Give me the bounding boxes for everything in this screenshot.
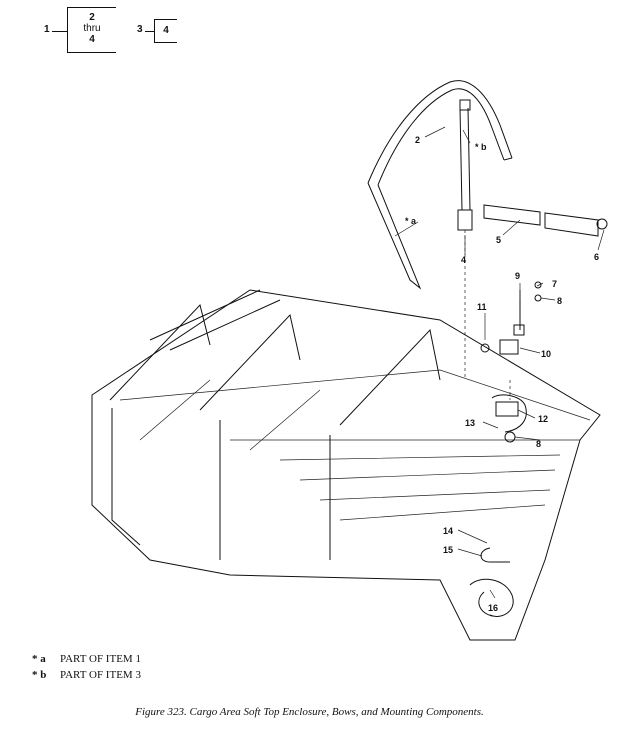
legend: * a PART OF ITEM 1 * b PART OF ITEM 3 <box>32 651 141 683</box>
callout-2: 2 <box>415 135 420 145</box>
legend-row-a: * a PART OF ITEM 1 <box>32 651 141 667</box>
callout-11: 11 <box>477 302 487 312</box>
legend-symbol: * a <box>32 653 46 665</box>
tree-range-end: 4 <box>89 34 95 45</box>
tree-side-box: 4 <box>154 19 177 43</box>
tree-side-connector <box>145 31 154 32</box>
tree-side-label: 3 <box>137 24 143 35</box>
leader-lines <box>394 126 605 599</box>
callout-15: 15 <box>443 545 453 555</box>
legend-text: PART OF ITEM 1 <box>60 653 141 665</box>
figure-caption: Figure 323. Cargo Area Soft Top Enclosur… <box>135 706 484 718</box>
callout-8b: 8 <box>536 439 541 449</box>
callout-14: 14 <box>443 526 453 536</box>
bow-bracket <box>483 204 608 237</box>
callout-12: 12 <box>538 414 548 424</box>
callout-6: 6 <box>594 252 599 262</box>
tree-range-thru: thru <box>83 23 101 34</box>
callout-9: 9 <box>515 271 520 281</box>
callout-8: 8 <box>557 296 562 306</box>
legend-row-b: * b PART OF ITEM 3 <box>32 667 141 683</box>
callout-4: 4 <box>461 255 466 265</box>
callout-13: 13 <box>465 418 475 428</box>
bow-assembly: 2 * b * a 5 6 4 9 7 8 11 10 12 13 8 14 1… <box>91 80 608 641</box>
legend-text: PART OF ITEM 3 <box>60 669 141 681</box>
callout-5: 5 <box>496 235 501 245</box>
callout-7: 7 <box>552 279 557 289</box>
callout-labels: 2 * b * a 5 6 4 9 7 8 11 10 12 13 8 14 1… <box>405 135 599 613</box>
callout-16: 16 <box>488 603 498 613</box>
callout-a: * a <box>405 216 417 226</box>
tree-connector <box>52 31 67 32</box>
callout-10: 10 <box>541 349 551 359</box>
tree-root-label: 1 <box>44 24 50 35</box>
legend-symbol: * b <box>32 669 47 681</box>
tree-range-start: 2 <box>89 12 95 23</box>
mount-hardware <box>478 281 542 617</box>
tree-range-box: 2 thru 4 <box>67 7 116 53</box>
vehicle-body <box>91 289 601 641</box>
callout-b: * b <box>475 142 487 152</box>
